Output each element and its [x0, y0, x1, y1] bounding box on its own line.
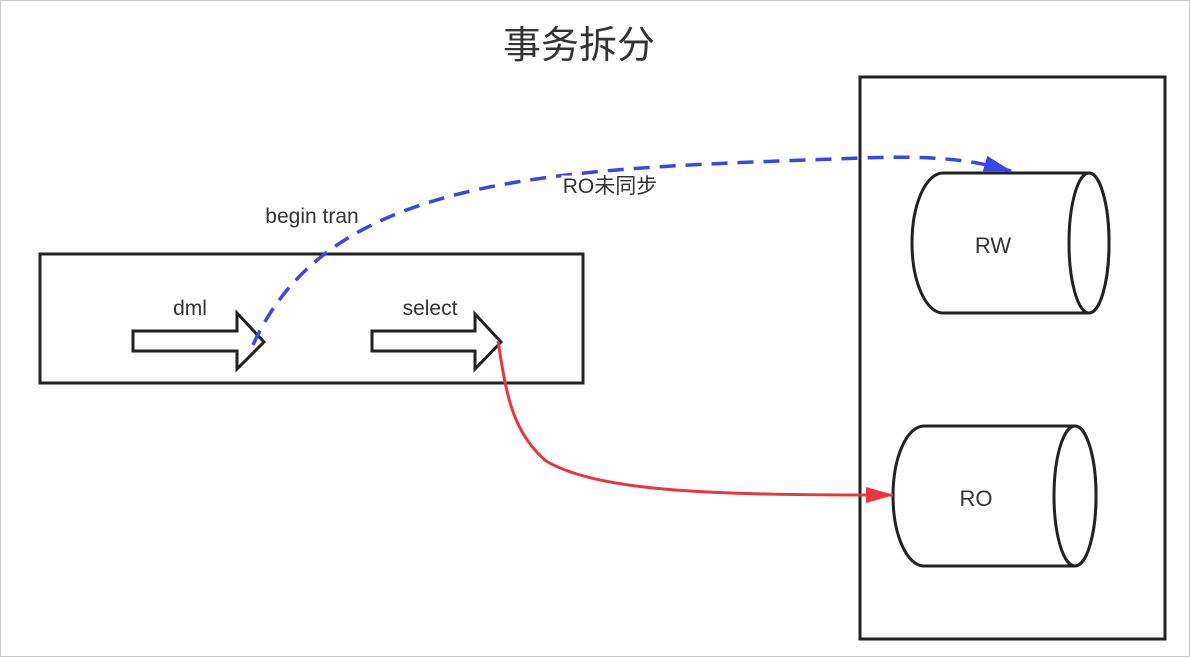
- rw-node-label: RW: [975, 233, 1011, 258]
- rw-database-node: RW: [910, 171, 1111, 315]
- diagram-title: 事务拆分: [503, 25, 655, 67]
- dml-to-rw-edge: [251, 155, 1012, 346]
- dml-step-label: dml: [173, 297, 207, 320]
- select-to-ro-edge: [496, 340, 894, 503]
- dml-step-arrow-icon: [131, 309, 267, 373]
- dml-to-rw-edge-label: RO未同步: [563, 175, 658, 198]
- select-step-arrow-icon: [370, 310, 504, 373]
- transaction-label: begin tran: [265, 205, 358, 228]
- transaction-box: [38, 252, 585, 385]
- ro-node-label: RO: [960, 486, 993, 511]
- ro-database-node: RO: [891, 424, 1098, 568]
- select-step-label: select: [403, 297, 458, 320]
